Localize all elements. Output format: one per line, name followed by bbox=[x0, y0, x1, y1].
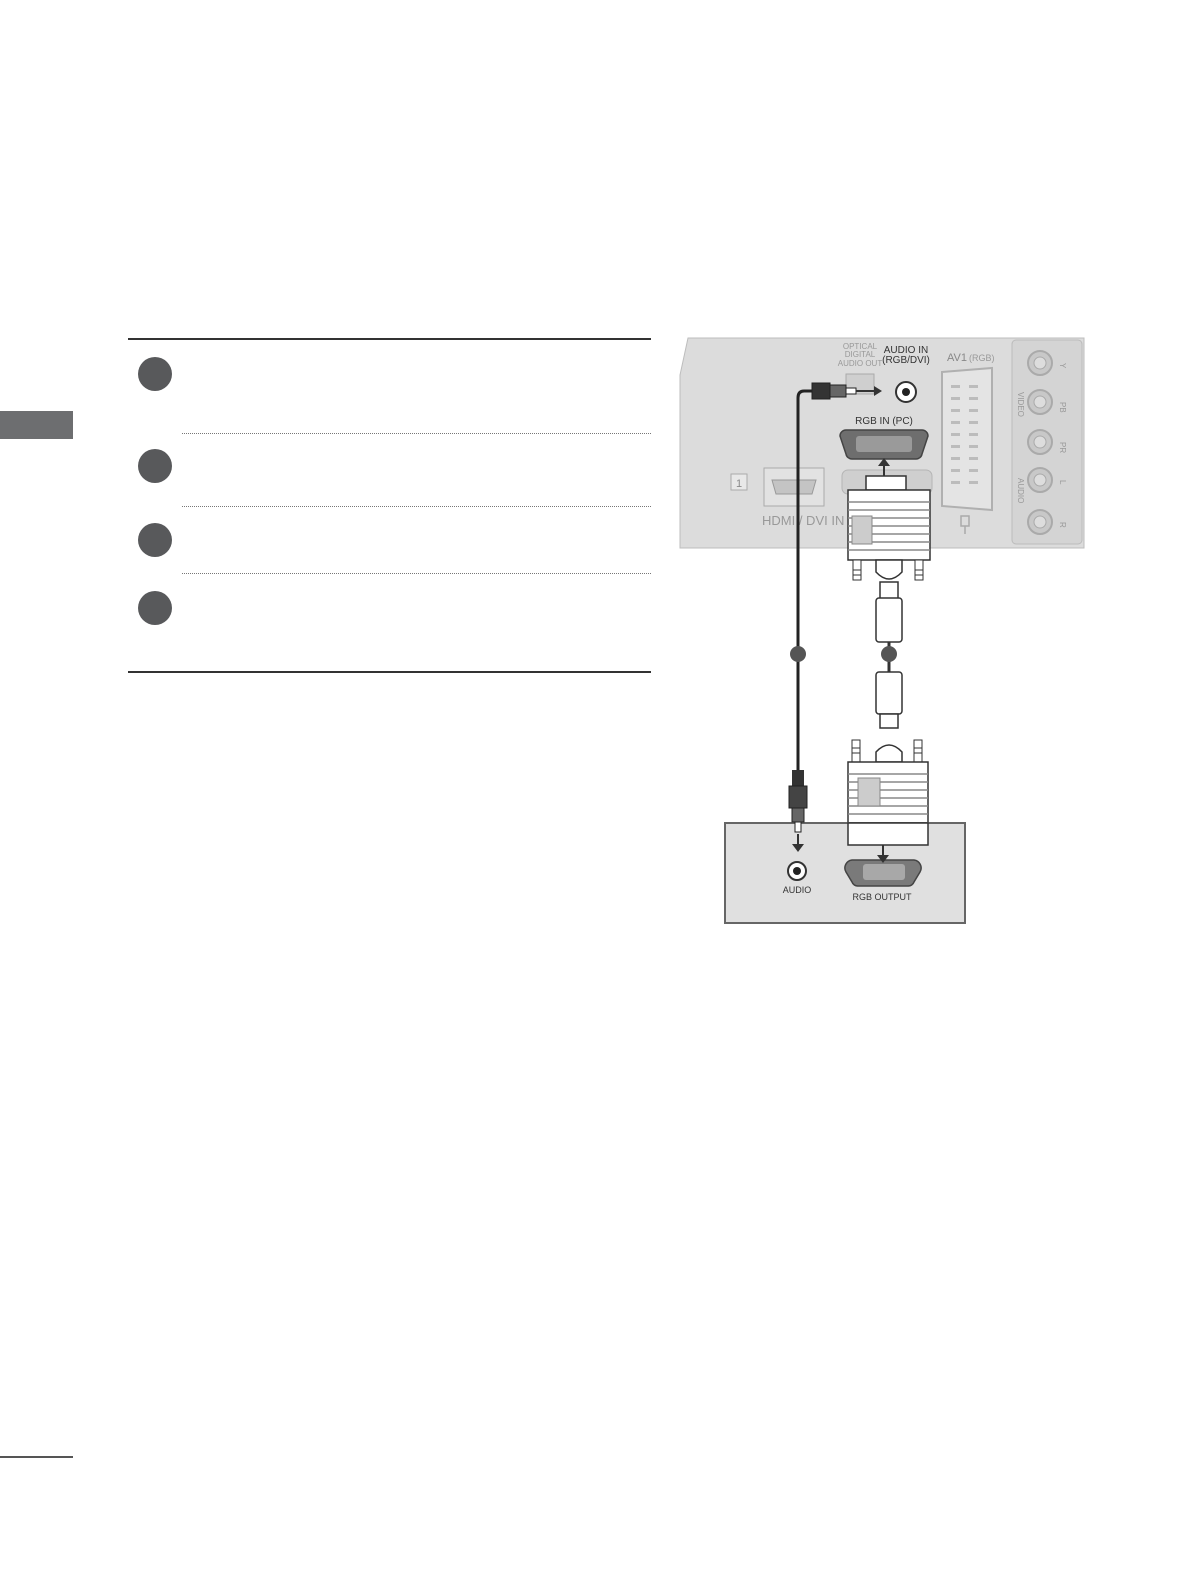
audio-in-jack-core bbox=[902, 388, 910, 396]
scart-connector bbox=[941, 366, 993, 512]
step-divider bbox=[182, 433, 651, 434]
vga-plug-bottom bbox=[847, 739, 929, 831]
audio-plug-top bbox=[811, 382, 882, 400]
rgb-arrow-head bbox=[878, 458, 890, 466]
steps-list bbox=[128, 338, 651, 673]
audio-cable bbox=[796, 389, 818, 770]
optical-label-3: AUDIO OUT bbox=[838, 359, 883, 368]
connection-diagram: OPTICAL DIGITAL AUDIO OUT AUDIO IN (RGB/… bbox=[670, 330, 1090, 930]
jack-l-label: L bbox=[1058, 480, 1067, 485]
vga-cable bbox=[875, 581, 903, 729]
pc-back-panel bbox=[724, 822, 966, 924]
av1-label: AV1 bbox=[947, 352, 967, 364]
pc-audio-label: AUDIO bbox=[783, 885, 812, 895]
audio-plug-bottom bbox=[788, 770, 808, 852]
callout-dot-vga bbox=[881, 646, 897, 662]
scart-pins bbox=[951, 385, 978, 484]
hdmi-number: 1 bbox=[736, 478, 742, 490]
pc-audio-jack-core bbox=[793, 867, 801, 875]
av1-sub-label: (RGB) bbox=[969, 353, 995, 363]
vga-plug-top bbox=[847, 475, 931, 581]
rgb-in-label: RGB IN (PC) bbox=[855, 416, 913, 427]
step-badge-3 bbox=[138, 523, 172, 557]
optical-label-2: DIGITAL bbox=[845, 350, 876, 359]
hdmi-number-box bbox=[730, 473, 748, 491]
scart-icon bbox=[960, 515, 970, 534]
rgb-output-socket bbox=[863, 864, 905, 880]
hdmi-socket bbox=[771, 479, 817, 495]
page-bottom-rule bbox=[0, 1456, 73, 1458]
step-divider bbox=[182, 506, 651, 507]
step-badge-4 bbox=[138, 591, 172, 625]
jack-y-label: Y bbox=[1058, 363, 1067, 369]
component-jacks bbox=[1027, 350, 1053, 535]
step-divider bbox=[182, 573, 651, 574]
optical-label-1: OPTICAL bbox=[843, 342, 878, 351]
rgb-output-label: RGB OUTPUT bbox=[852, 892, 912, 902]
audio-in-label-2: (RGB/DVI) bbox=[882, 355, 930, 366]
video-group-label: VIDEO bbox=[1016, 392, 1025, 417]
chapter-side-tab bbox=[0, 411, 73, 439]
rgb-in-socket bbox=[856, 436, 912, 452]
jack-r-label: R bbox=[1058, 522, 1067, 528]
jack-pb-label: PB bbox=[1058, 402, 1067, 413]
step-badge-2 bbox=[138, 449, 172, 483]
audio-group-label: AUDIO bbox=[1016, 478, 1025, 503]
rgb-output-arrow-head bbox=[877, 855, 889, 863]
vga-plug-bottom-neck bbox=[847, 822, 929, 846]
audio-in-label-1: AUDIO IN bbox=[884, 345, 928, 356]
hdmi-label: HDMI / DVI IN bbox=[762, 513, 844, 528]
step-badge-1 bbox=[138, 357, 172, 391]
callout-dot-audio bbox=[790, 646, 806, 662]
steps-top-rule bbox=[128, 338, 651, 340]
jack-pr-label: PR bbox=[1058, 442, 1067, 453]
steps-bottom-rule bbox=[128, 671, 651, 673]
